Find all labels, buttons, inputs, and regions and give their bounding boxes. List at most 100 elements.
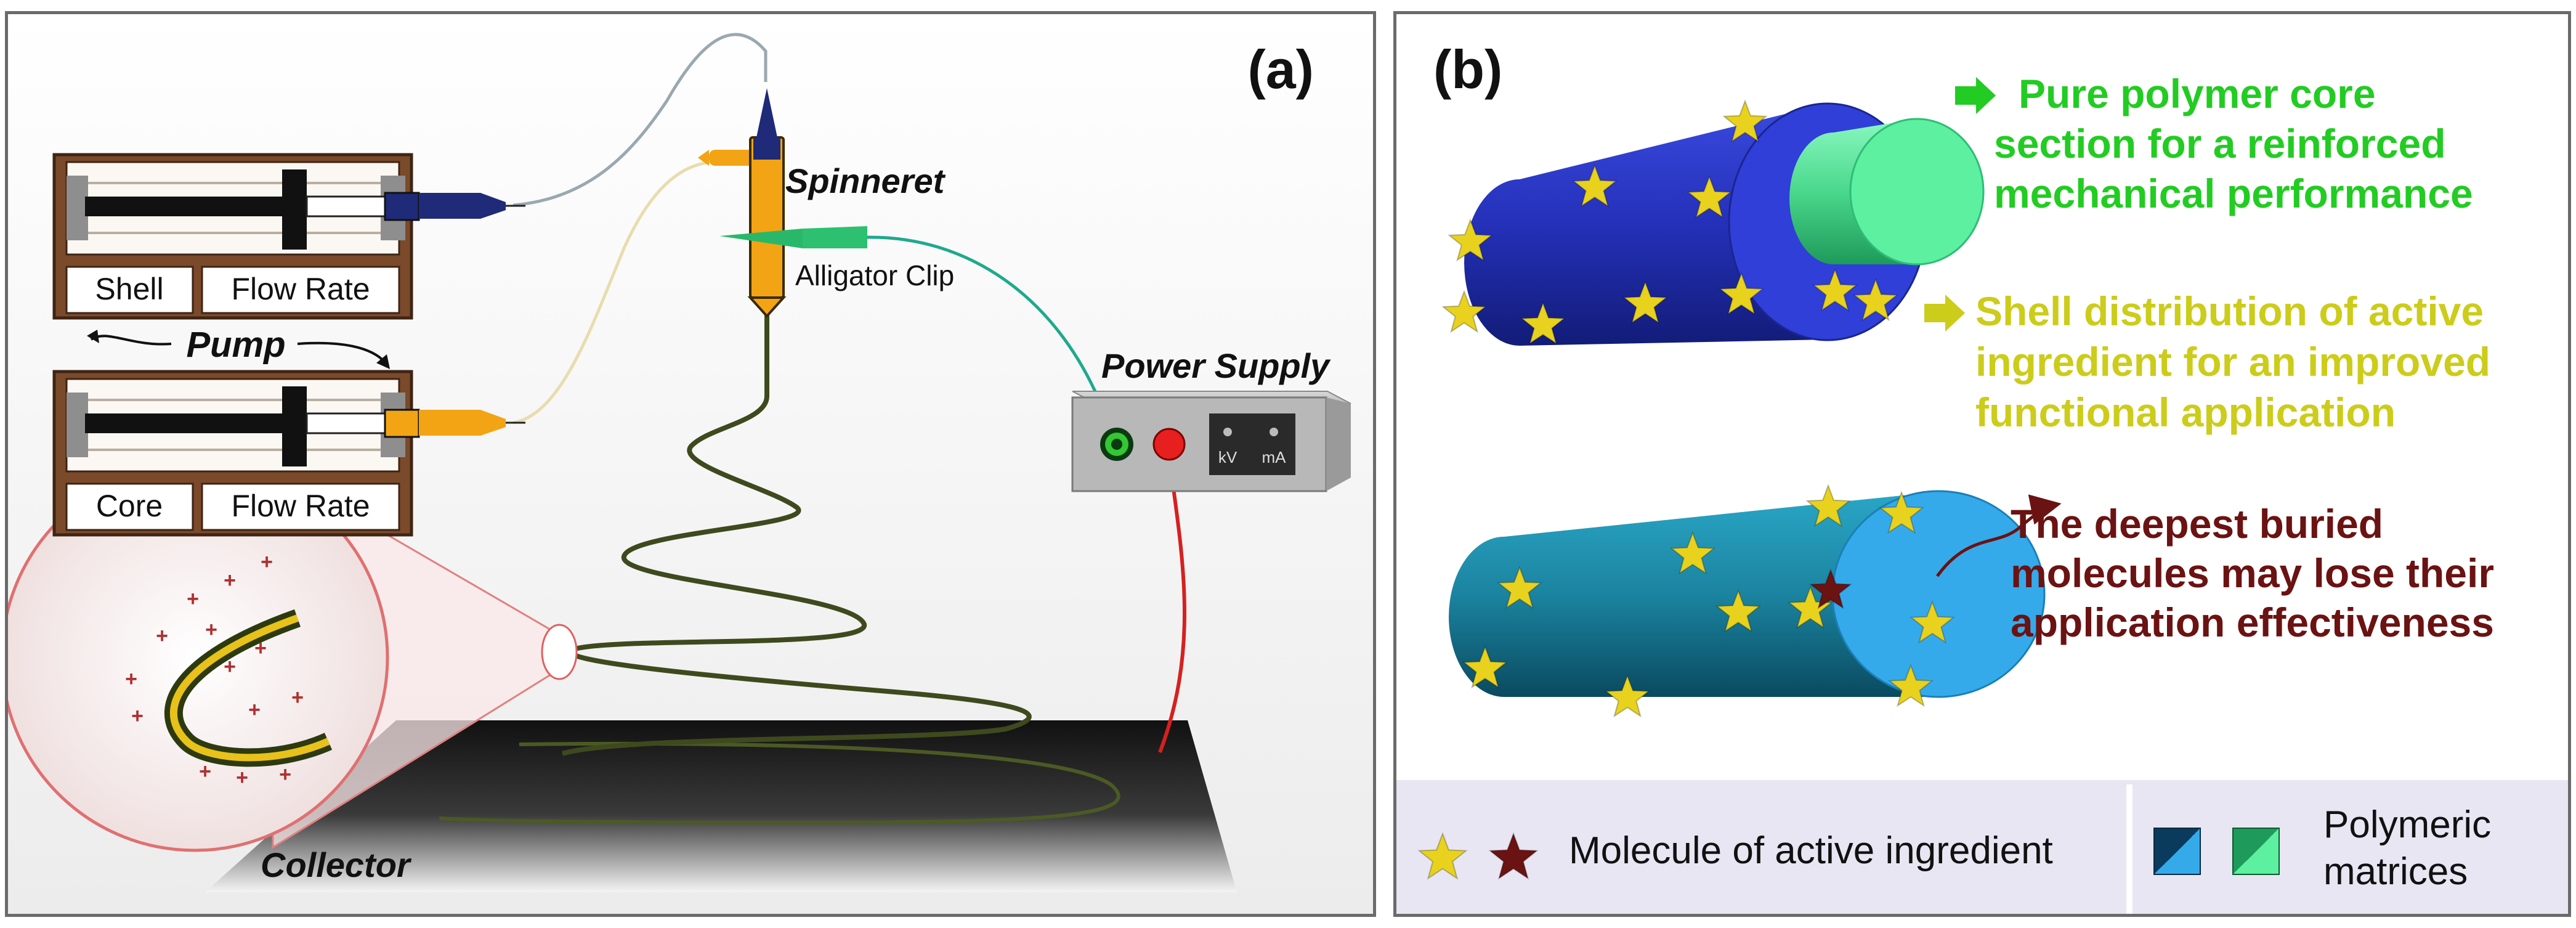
active-ingredient-star-icon <box>1520 301 1566 345</box>
buried-molecule-star-icon <box>1808 568 1853 609</box>
legend: Molecule of active ingredient Polymeric … <box>1396 780 2568 914</box>
active-ingredient-star-icon <box>1888 664 1934 707</box>
panel-a-letter: (a) <box>1247 39 1314 100</box>
pump-label: Pump <box>186 325 285 365</box>
shell-pump <box>52 153 525 320</box>
charge-marks: + + + + + + + + + + + + + + <box>125 550 304 789</box>
active-ingredient-star-icon <box>1622 280 1668 324</box>
svg-text:+: + <box>205 618 217 641</box>
panel-b-letter: (b) <box>1433 39 1502 100</box>
svg-text:+: + <box>224 655 236 678</box>
core-tube <box>512 160 717 425</box>
shell-tube <box>512 33 768 207</box>
legend-swatch-green <box>2232 828 2280 875</box>
active-ingredient-star-icon <box>1812 268 1858 312</box>
active-ingredient-star-icon <box>1605 674 1650 718</box>
legend-yellow-star-icon <box>1417 832 1468 880</box>
spinneret-label: Spinneret <box>785 161 946 200</box>
green-arrow-icon <box>1955 77 1996 114</box>
legend-matrices-line-2: matrices <box>2323 850 2468 893</box>
legend-background <box>1396 780 2568 914</box>
ma-label: mA <box>1262 448 1287 466</box>
collector-label: Collector <box>261 845 412 884</box>
svg-text:+: + <box>187 587 199 611</box>
active-ingredient-star-icon <box>1687 175 1732 219</box>
svg-text:+: + <box>131 704 144 728</box>
svg-text:+: + <box>224 569 236 592</box>
svg-text:+: + <box>236 766 248 789</box>
buried-callout-line-2: molecules may lose their <box>2011 550 2494 596</box>
core-pump-flow-rate: Flow Rate <box>231 489 370 523</box>
buried-molecule-arrow <box>1935 494 2062 577</box>
legend-matrices-line-1: Polymeric <box>2323 804 2491 846</box>
whipping-jet <box>561 304 1032 756</box>
shell-callout: Shell distribution of active ingredient … <box>1924 288 2490 435</box>
core-pump-name: Core <box>96 489 163 523</box>
legend-swatch-blue <box>2153 828 2201 875</box>
legend-dark-star-icon <box>1488 832 1539 880</box>
svg-text:+: + <box>261 550 273 574</box>
fiber-diagram: (b) Pure polymer core section for a rein… <box>1396 39 2568 914</box>
svg-text:+: + <box>279 763 291 786</box>
svg-text:+: + <box>254 637 267 660</box>
pump-arrowhead-right <box>376 354 390 369</box>
active-ingredient-star-icon <box>1805 484 1851 527</box>
shell-callout-line-2: ingredient for an improved <box>1975 339 2490 385</box>
svg-text:+: + <box>291 686 304 709</box>
alligator-clip-label: Alligator Clip <box>795 259 954 291</box>
collector-plate <box>205 720 1237 892</box>
spinneret <box>698 88 787 318</box>
ground-wire <box>867 235 1101 402</box>
core-callout-line-2: section for a reinforced <box>1994 121 2446 166</box>
active-ingredient-star-icon <box>1722 99 1768 143</box>
kv-label: kV <box>1218 448 1237 466</box>
high-voltage-wire <box>1158 479 1186 754</box>
active-ingredient-star-icon <box>1879 490 1924 534</box>
alligator-clip <box>719 226 867 248</box>
active-ingredient-star-icon <box>1670 531 1715 575</box>
shell-body <box>1464 104 1828 346</box>
svg-text:+: + <box>156 624 168 648</box>
active-ingredient-star-icon <box>1462 645 1508 689</box>
power-supply: kV mA <box>1071 391 1351 492</box>
magnification-source-ring <box>541 624 578 680</box>
legend-star-icons <box>1417 832 1539 880</box>
svg-text:+: + <box>199 760 211 783</box>
power-supply-label: Power Supply <box>1101 346 1331 385</box>
active-ingredient-star-icon <box>1715 589 1761 633</box>
core-callout-line-1: Pure polymer core <box>2019 71 2376 116</box>
core-end-face <box>1849 118 1985 266</box>
monolithic-body <box>1449 492 1938 697</box>
pump-arrow-right <box>297 341 386 364</box>
monolithic-fiber <box>1449 490 2046 698</box>
svg-text:+: + <box>125 667 137 691</box>
legend-molecule-text: Molecule of active ingredient <box>1569 829 2053 872</box>
star-layer <box>1441 99 1955 718</box>
active-ingredient-star-icon <box>1448 218 1493 262</box>
buried-callout-line-3: application effectiveness <box>2011 600 2494 645</box>
buried-callout: The deepest buried molecules may lose th… <box>2011 501 2494 645</box>
svg-text:+: + <box>248 698 261 722</box>
shell-callout-line-1: Shell distribution of active <box>1975 288 2484 334</box>
shell-pump-name: Shell <box>95 272 163 306</box>
active-ingredient-star-icon <box>1910 600 1955 644</box>
buried-callout-line-1: The deepest buried <box>2011 501 2383 547</box>
active-ingredient-star-icon <box>1719 272 1764 315</box>
core-shell-fiber <box>1464 102 1985 346</box>
setup-diagram: (a) Collector +++ ++ +++ +++ +++ Spi <box>8 14 1373 914</box>
pump-arrowhead-left <box>87 330 99 343</box>
active-ingredient-star-icon <box>1572 164 1618 208</box>
active-ingredient-star-icon <box>1441 290 1487 333</box>
panel-a-electrospinning-setup: (a) Collector +++ ++ +++ +++ +++ Spi <box>5 11 1376 917</box>
core-pump <box>52 370 525 537</box>
shell-callout-line-3: functional application <box>1975 389 2396 435</box>
deposited-fiber <box>439 741 1120 825</box>
magnified-fiber-view: + + + + + + + + + + + + + + <box>8 463 389 852</box>
active-ingredient-star-icon <box>1497 566 1542 609</box>
yellow-arrow-icon <box>1924 295 1965 332</box>
core-callout-line-3: mechanical performance <box>1994 171 2473 216</box>
core-callout: Pure polymer core section for a reinforc… <box>1955 71 2473 216</box>
panel-b-fiber-structures: (b) Pure polymer core section for a rein… <box>1393 11 2571 917</box>
active-ingredient-star-icon <box>1853 278 1898 322</box>
shell-pump-flow-rate: Flow Rate <box>231 272 370 306</box>
